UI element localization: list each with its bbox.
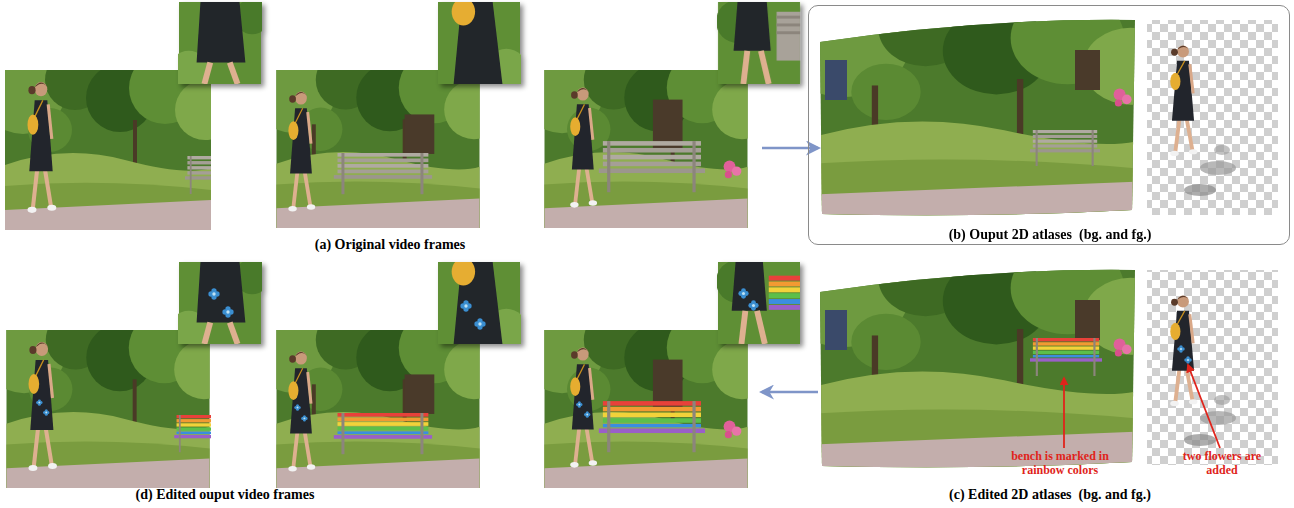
output-atlases xyxy=(777,0,1278,220)
leader-line xyxy=(1063,378,1065,448)
panel-caption: (d) Edited ouput video frames xyxy=(136,487,315,503)
edited-frames xyxy=(0,258,800,488)
flow-arrow xyxy=(762,391,818,394)
panel-caption: (a) Original video frames xyxy=(315,237,465,253)
original-frames xyxy=(0,0,800,230)
atlas-panel: (b) Ouput 2D atlases (bg. and fg.) xyxy=(808,5,1290,245)
callout-note: two flowers are added xyxy=(1177,450,1267,478)
leader-line xyxy=(1188,365,1220,448)
flow-arrow xyxy=(762,147,818,150)
panel-caption: (c) Edited 2D atlases (bg. and fg.) xyxy=(949,487,1151,503)
edited-atlases xyxy=(777,239,1278,470)
panel-caption: (b) Ouput 2D atlases (bg. and fg.) xyxy=(949,227,1152,243)
callout-note: bench is marked in rainbow colors xyxy=(1000,450,1120,478)
